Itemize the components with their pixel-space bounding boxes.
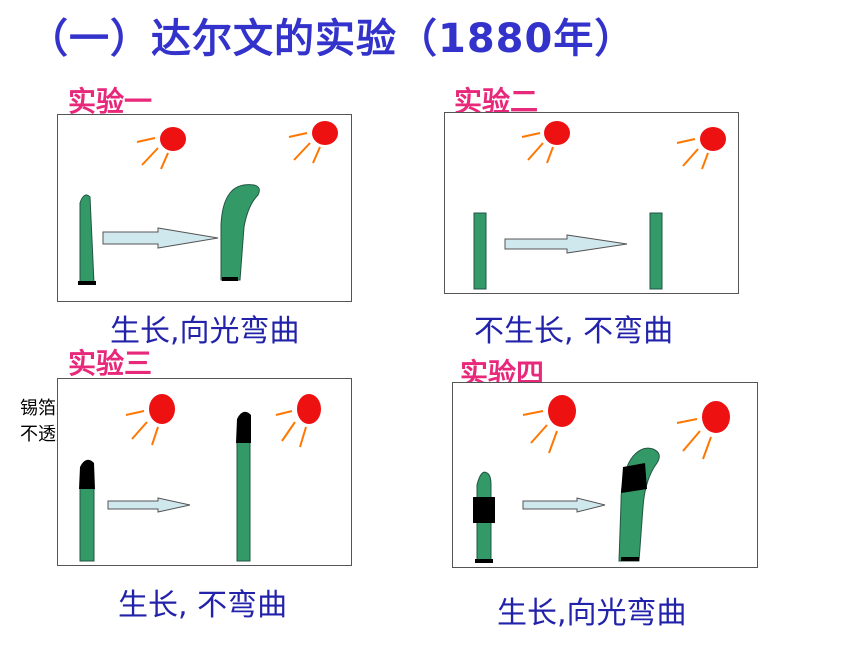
- sun-icon: [521, 121, 570, 164]
- sun-icon: [125, 394, 175, 446]
- growth-arrow: [504, 234, 628, 254]
- sun-icon: [676, 127, 726, 170]
- seedling-foil-cap-after: [236, 411, 251, 562]
- experiment-3-diagram: [79, 394, 321, 562]
- page-title: （一）达尔文的实验（1880年）: [28, 16, 636, 62]
- experiment-3-panel: [57, 378, 352, 566]
- experiment-2-diagram: [473, 121, 726, 290]
- experiment-3-result: 生长, 不弯曲: [118, 588, 288, 623]
- experiment-1-label: 实验一: [68, 85, 153, 118]
- seedling-foil-band-after-bent: [618, 447, 660, 562]
- sun-icon: [275, 394, 321, 448]
- sun-icon: [522, 395, 576, 454]
- sun-icon: [136, 127, 186, 170]
- experiment-1-diagram: [78, 121, 338, 285]
- sun-icon: [288, 121, 338, 164]
- experiment-4-result: 生长,向光弯曲: [497, 596, 687, 631]
- seedling-foil-cap-before: [79, 459, 95, 562]
- experiment-2-result: 不生长, 不弯曲: [474, 314, 674, 349]
- experiment-1-panel: [57, 114, 352, 302]
- seedling-before: [78, 194, 96, 285]
- seedling-after-cut: [649, 212, 663, 290]
- growth-arrow: [522, 497, 606, 513]
- seedling-after-bent: [220, 184, 260, 281]
- experiment-4-diagram: [473, 395, 730, 563]
- experiment-1-result: 生长,向光弯曲: [110, 314, 300, 349]
- seedling-foil-band-before: [473, 471, 495, 563]
- sun-icon: [676, 401, 730, 460]
- experiment-2-panel: [444, 112, 739, 294]
- seedling-before-cut: [473, 212, 487, 290]
- experiment-4-panel: [452, 382, 758, 568]
- growth-arrow: [107, 497, 191, 513]
- growth-arrow: [102, 227, 219, 249]
- experiment-3-label: 实验三: [68, 347, 153, 380]
